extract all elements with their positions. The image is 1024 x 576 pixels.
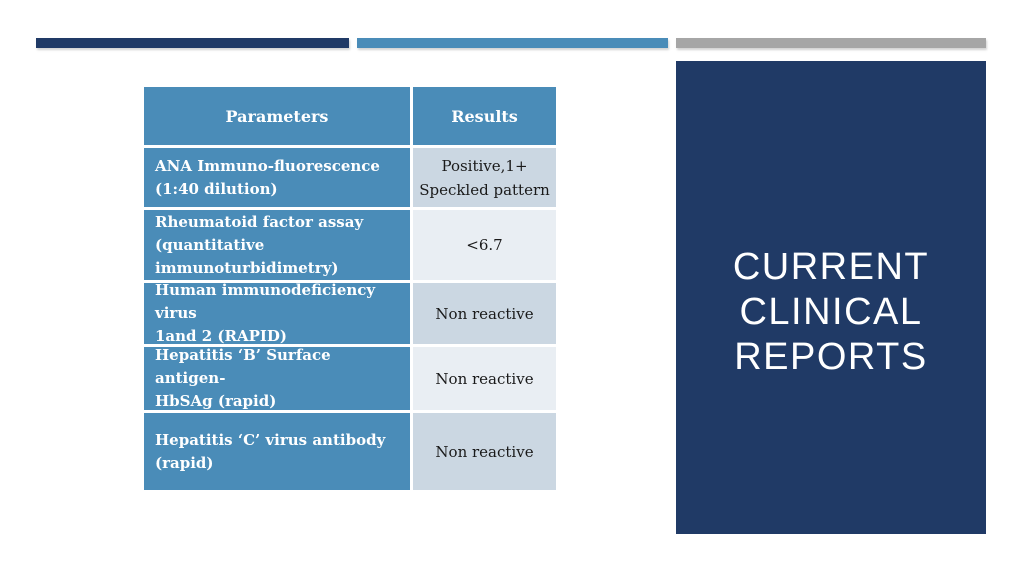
parameter-cell: Hepatitis ‘B’ Surface antigen- HbSAg (ra… [144,346,410,410]
column-header-parameters: Parameters [144,87,410,145]
result-cell: Positive,1+ Speckled pattern [413,148,556,207]
parameter-cell: Hepatitis ‘C’ virus antibody (rapid) [144,413,410,490]
table-header-row: Parameters Results [144,87,556,145]
title-panel: CURRENT CLINICAL REPORTS [676,61,986,534]
parameter-cell: Human immunodeficiency virus 1and 2 (RAP… [144,281,410,345]
parameter-cell: Rheumatoid factor assay (quantitative im… [144,210,410,280]
table-row: Hepatitis ‘B’ Surface antigen- HbSAg (ra… [144,346,556,410]
table-row: Human immunodeficiency virus 1and 2 (RAP… [144,281,556,345]
table-row: ANA Immuno-fluorescence (1:40 dilution)P… [144,148,556,207]
result-cell: <6.7 [413,210,556,280]
accent-bar-gray [676,38,986,48]
parameter-cell: ANA Immuno-fluorescence (1:40 dilution) [144,148,410,207]
result-cell: Non reactive [413,347,556,410]
accent-bar-steel-blue [357,38,668,48]
table-rows: ANA Immuno-fluorescence (1:40 dilution)P… [144,148,556,490]
accent-bar-navy [36,38,349,48]
column-header-results: Results [413,87,556,145]
table-row: Hepatitis ‘C’ virus antibody (rapid)Non … [144,413,556,490]
clinical-reports-table: Parameters Results ANA Immuno-fluorescen… [144,87,556,490]
slide-title: CURRENT CLINICAL REPORTS [732,246,930,378]
table-row: Rheumatoid factor assay (quantitative im… [144,210,556,280]
result-cell: Non reactive [413,283,556,344]
result-cell: Non reactive [413,413,556,490]
